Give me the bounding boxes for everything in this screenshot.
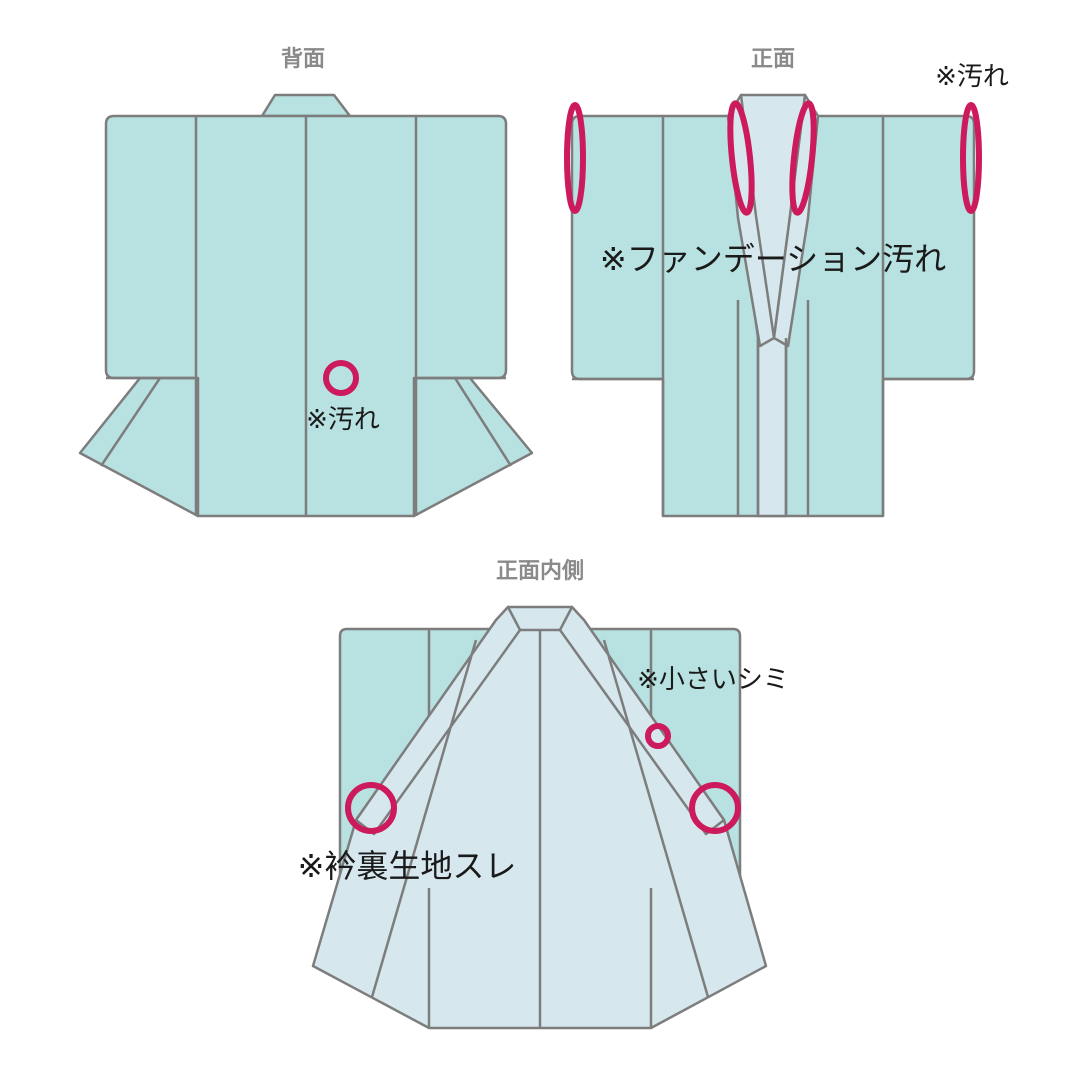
front-stain-note: ※汚れ: [935, 62, 1009, 92]
inside-small-stain-marker: [645, 723, 671, 749]
back-collar: [260, 93, 352, 118]
back-view: 背面 ※汚れ: [78, 47, 534, 518]
front-right-collar: [772, 93, 820, 348]
back-left-hem: [78, 376, 200, 518]
back-right-hem: [412, 376, 534, 518]
front-right-sleeve-marker: [960, 102, 982, 214]
front-view: 正面 ※汚れ ※ファンデーション汚れ: [564, 47, 1009, 518]
front-right-collar-marker: [789, 100, 817, 216]
inside-right-collar-marker: [689, 782, 741, 834]
inside-left-collar-marker: [345, 782, 397, 834]
back-stain-marker: [323, 360, 359, 396]
front-left-collar-marker: [727, 100, 755, 216]
inside-collar-wear-note: ※衿裏生地スレ: [298, 847, 517, 885]
front-left-sleeve-marker: [564, 102, 586, 214]
inside-small-stain-note: ※小さいシミ: [637, 665, 789, 695]
front-foundation-note: ※ファンデーション汚れ: [600, 240, 946, 278]
inside-view-title: 正面内側: [496, 559, 584, 584]
back-view-title: 背面: [281, 47, 325, 72]
inside-view: 正面内側 ※小さいシミ ※衿裏生地スレ: [298, 559, 789, 1030]
back-stain-note: ※汚れ: [306, 405, 380, 435]
front-view-title: 正面: [751, 47, 795, 72]
front-inner-lining: [756, 336, 788, 518]
